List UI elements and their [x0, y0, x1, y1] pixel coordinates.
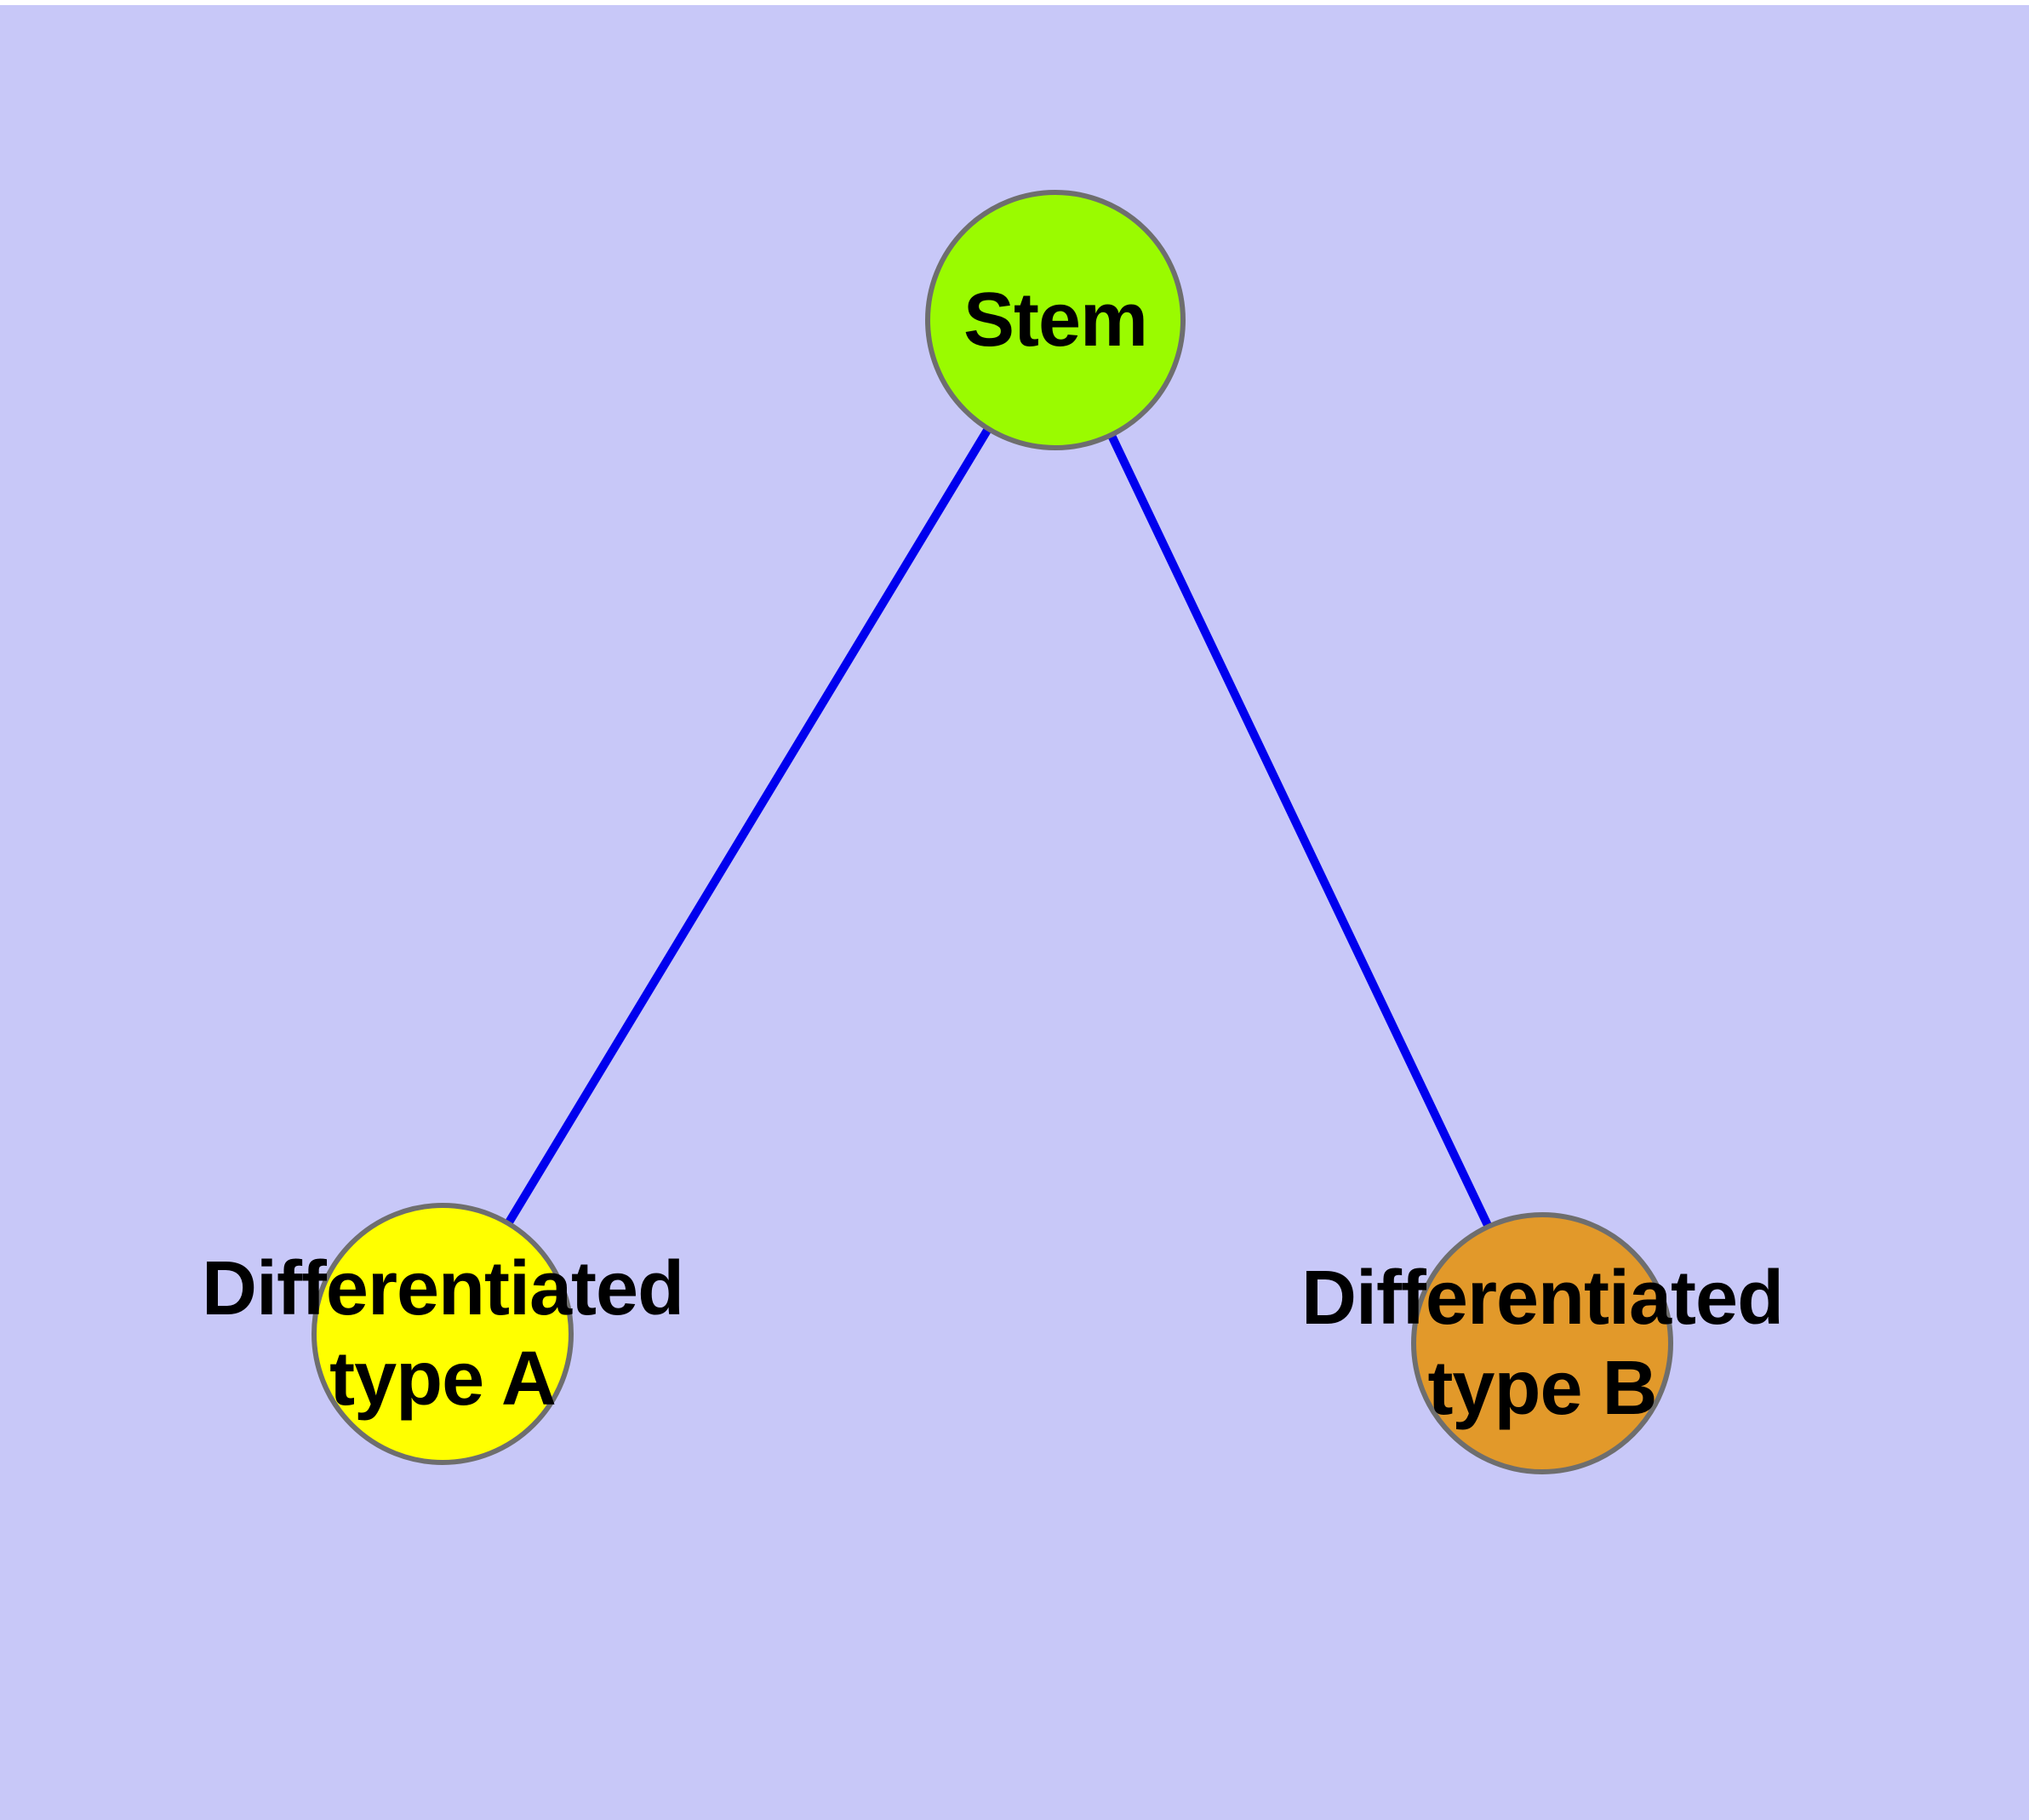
- node-typeA-label: Differentiated type A: [201, 1244, 684, 1424]
- node-typeA-label-line1: Differentiated: [201, 1246, 684, 1331]
- node-typeA-label-line2: type A: [329, 1336, 557, 1422]
- node-stem-label-line: Stem: [963, 278, 1148, 363]
- edge-stem-to-typeB: [1051, 315, 1549, 1348]
- node-typeB-label-line2: type B: [1427, 1346, 1657, 1431]
- node-stem-label: Stem: [963, 275, 1148, 365]
- node-typeB-label-line1: Differentiated: [1300, 1256, 1784, 1341]
- node-typeA-circle: [311, 1203, 574, 1465]
- node-typeB-circle: [1411, 1212, 1673, 1474]
- node-typeB-label: Differentiated type B: [1300, 1253, 1784, 1434]
- edge-stem-to-typeA: [438, 315, 1060, 1335]
- node-stem-circle: [925, 190, 1186, 450]
